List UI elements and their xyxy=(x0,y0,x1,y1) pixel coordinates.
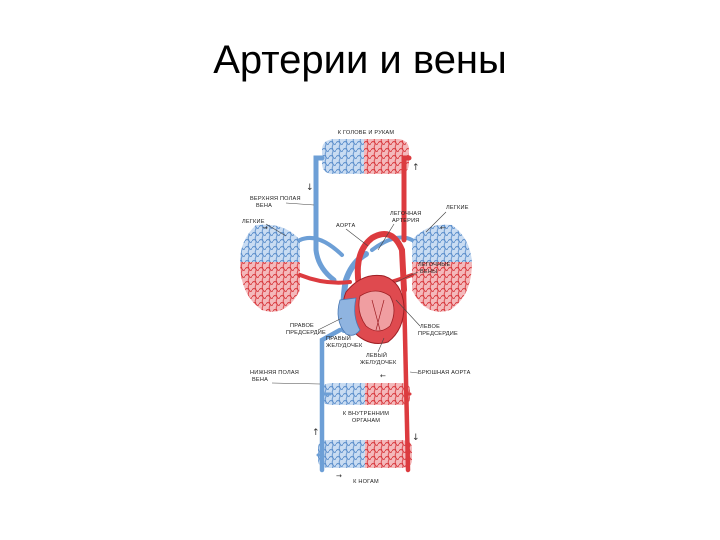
svg-text:←: ← xyxy=(440,224,446,232)
svg-text:→: → xyxy=(262,224,268,232)
svg-text:→: → xyxy=(336,472,342,480)
head-arms-capillaries xyxy=(322,139,409,174)
lung-left-capillaries xyxy=(240,224,300,312)
heart xyxy=(337,274,405,344)
svg-text:←: ← xyxy=(380,372,386,380)
svg-text:↓: ↓ xyxy=(306,183,314,193)
label-head-arms: К ГОЛОВЕ И РУКАМ xyxy=(338,130,395,136)
svg-text:↓: ↓ xyxy=(412,433,420,443)
leg-capillaries xyxy=(318,440,412,468)
label-legs: К НОГАМ xyxy=(353,479,379,485)
svg-text:↑: ↑ xyxy=(412,163,420,173)
label-lungs-left: ЛЕГКИЕ xyxy=(242,219,265,225)
label-aorta: АОРТА xyxy=(336,223,355,229)
svg-text:↑: ↑ xyxy=(312,428,320,438)
organ-capillaries xyxy=(322,383,410,405)
label-lungs-right: ЛЕГКИЕ xyxy=(446,205,469,211)
flow-arrows: ↑ ↓ ↓ ↑ → ← ← → xyxy=(262,163,446,480)
label-abd-aorta: БРЮШНАЯ АОРТА xyxy=(418,370,471,376)
slide-title: Артерии и вены xyxy=(213,38,507,82)
lung-right-capillaries xyxy=(412,224,472,312)
